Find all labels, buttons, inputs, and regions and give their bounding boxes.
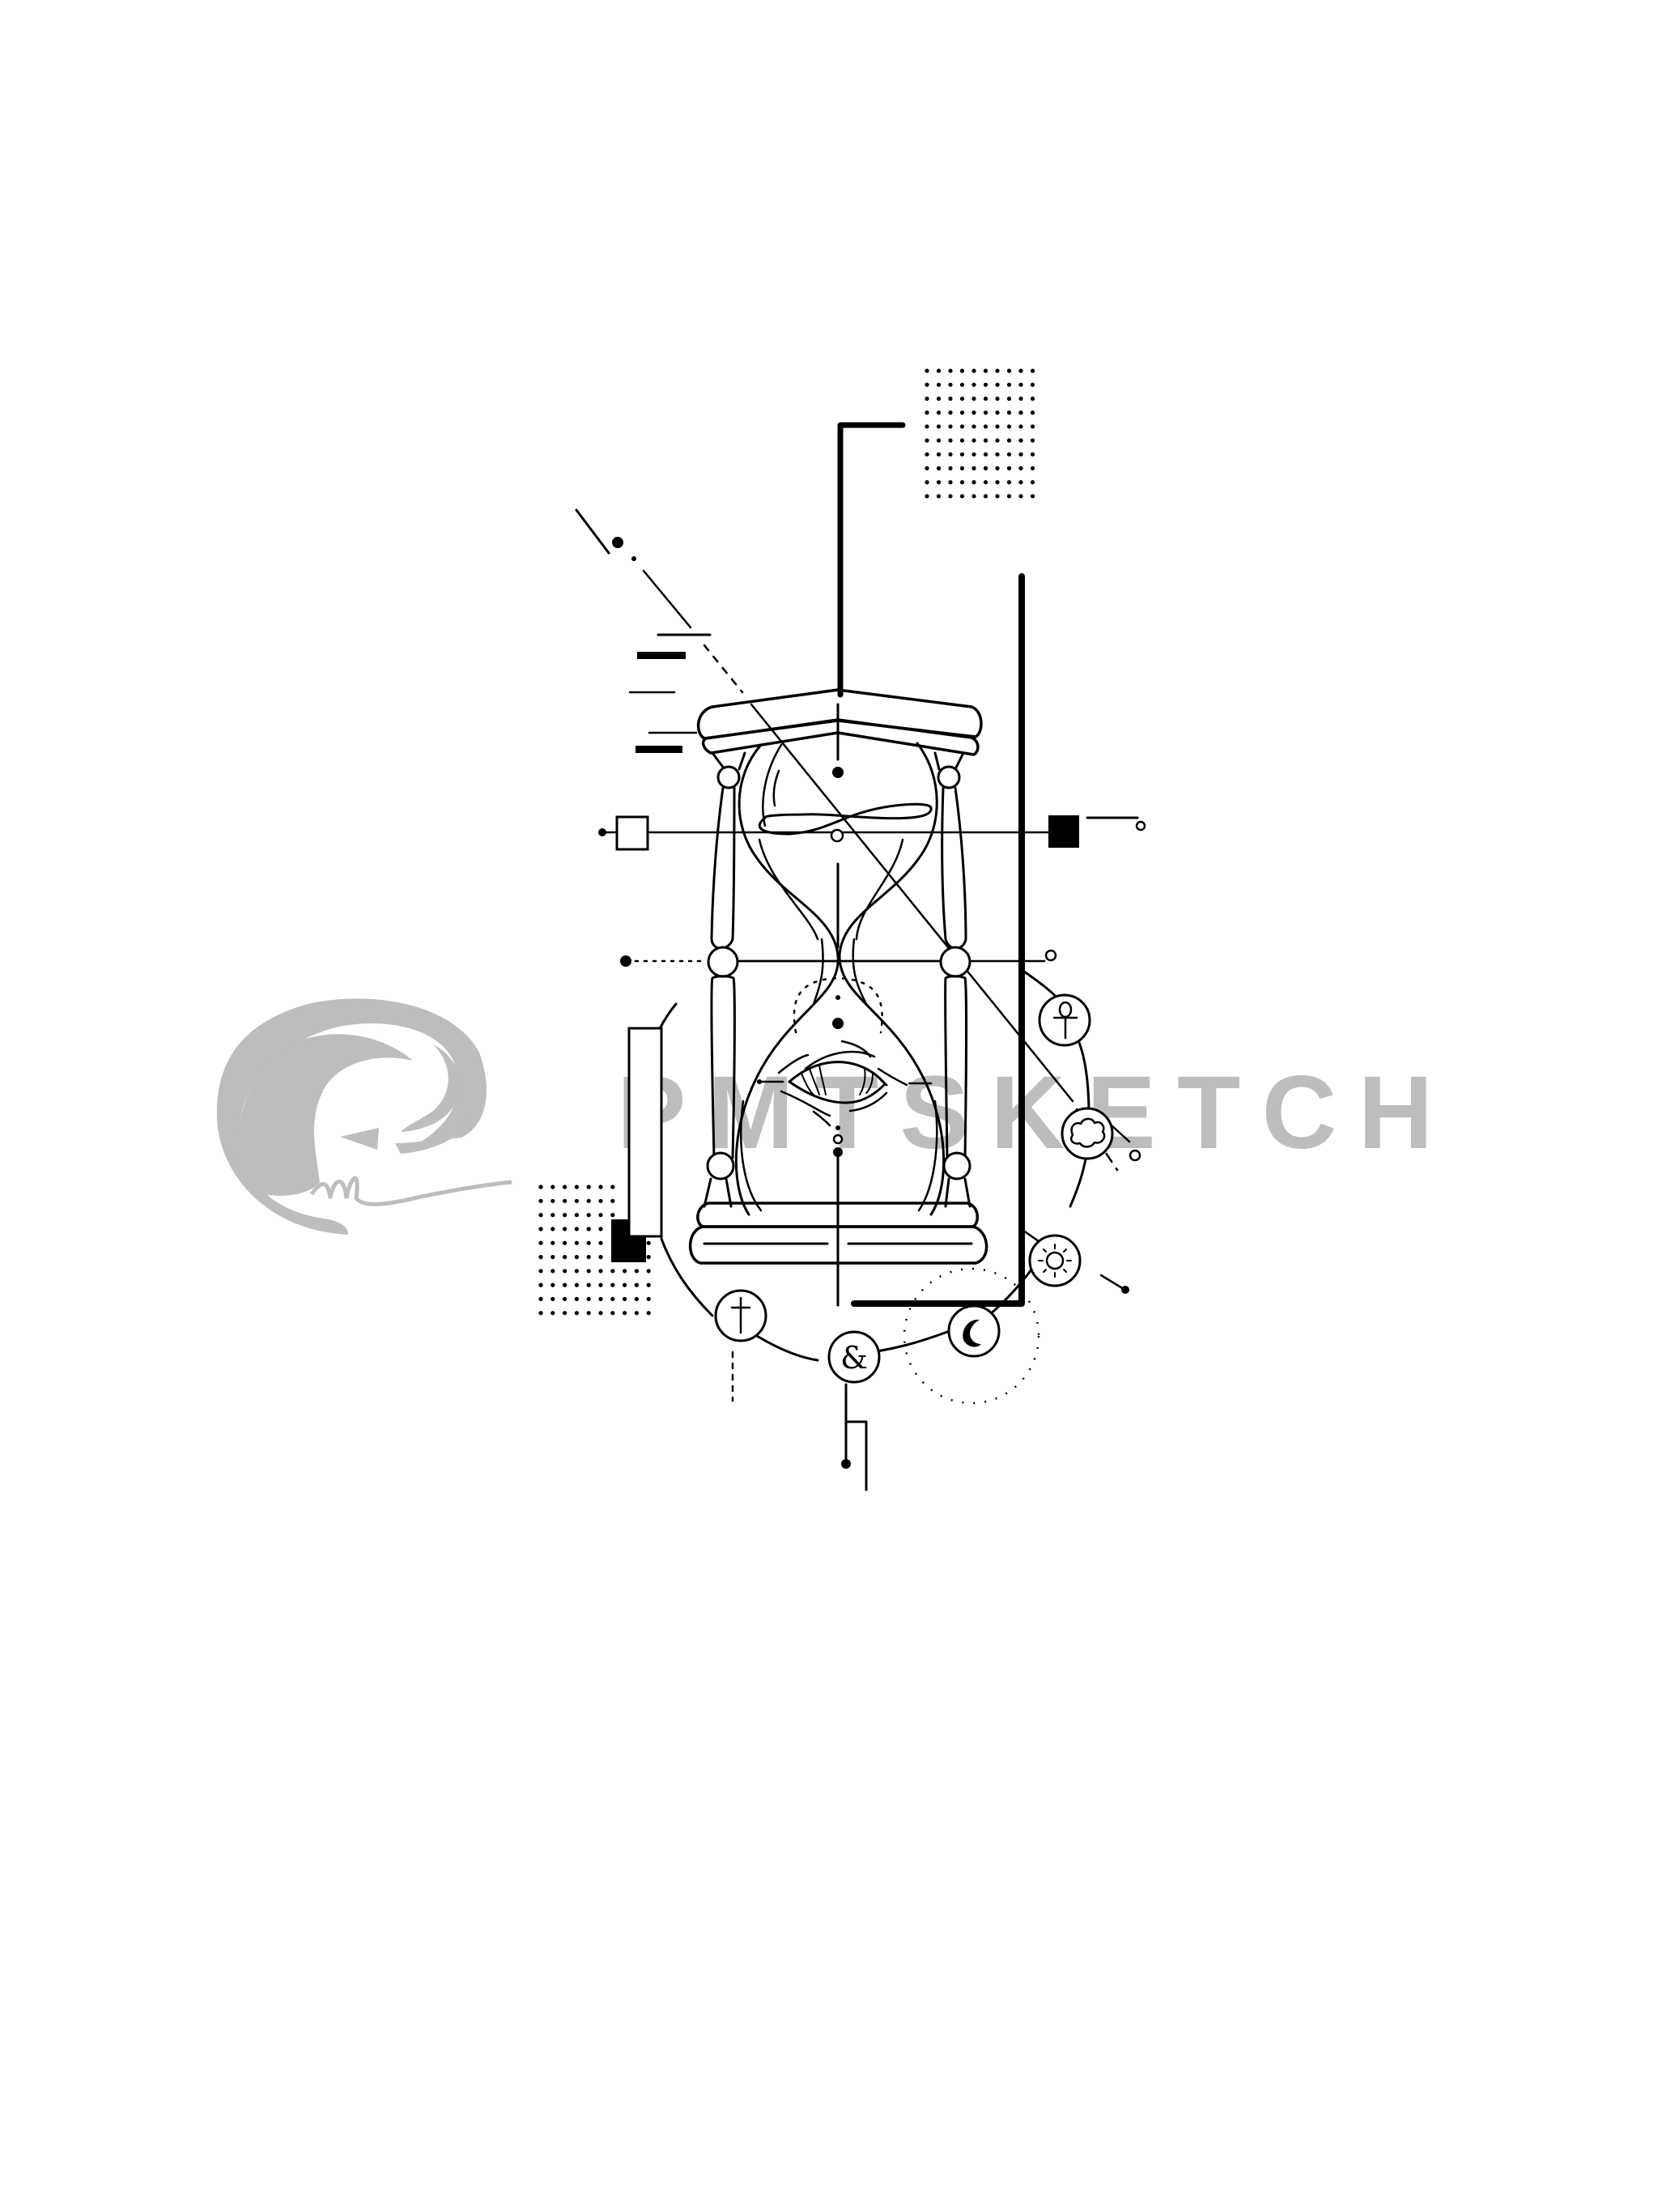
eye-icon <box>757 1040 933 1127</box>
cross-icon <box>730 1296 751 1334</box>
left-panel <box>611 1002 678 1262</box>
brain-icon <box>1069 1117 1106 1148</box>
frame-bracket-top <box>837 422 906 698</box>
sun-icon <box>1038 1244 1072 1278</box>
hourglass <box>688 688 988 1307</box>
orbit-arc <box>660 970 1141 1491</box>
orbit-symbol-moon <box>947 1304 1001 1358</box>
orbit-symbol-ankh <box>1038 993 1091 1047</box>
orbit-symbol-cross <box>714 1289 767 1342</box>
ankh-icon <box>1052 1001 1078 1040</box>
left-tick-marks <box>628 633 712 753</box>
dot-grid-bottom-left <box>538 1185 651 1316</box>
crescent-moon-icon <box>963 1319 981 1347</box>
frame-bracket-right <box>851 573 1025 1307</box>
orbit-symbol-sun <box>1028 1234 1082 1287</box>
ampersand-icon: & <box>840 1340 868 1376</box>
dot-grid-top-right <box>925 368 1035 499</box>
watermark-logo-icon <box>216 998 512 1235</box>
orbit-symbol-ampersand: & <box>827 1330 881 1384</box>
guide-line-upper <box>598 815 1146 851</box>
orbit-symbol-brain <box>1061 1107 1114 1160</box>
diagonal-line <box>575 508 1119 1172</box>
